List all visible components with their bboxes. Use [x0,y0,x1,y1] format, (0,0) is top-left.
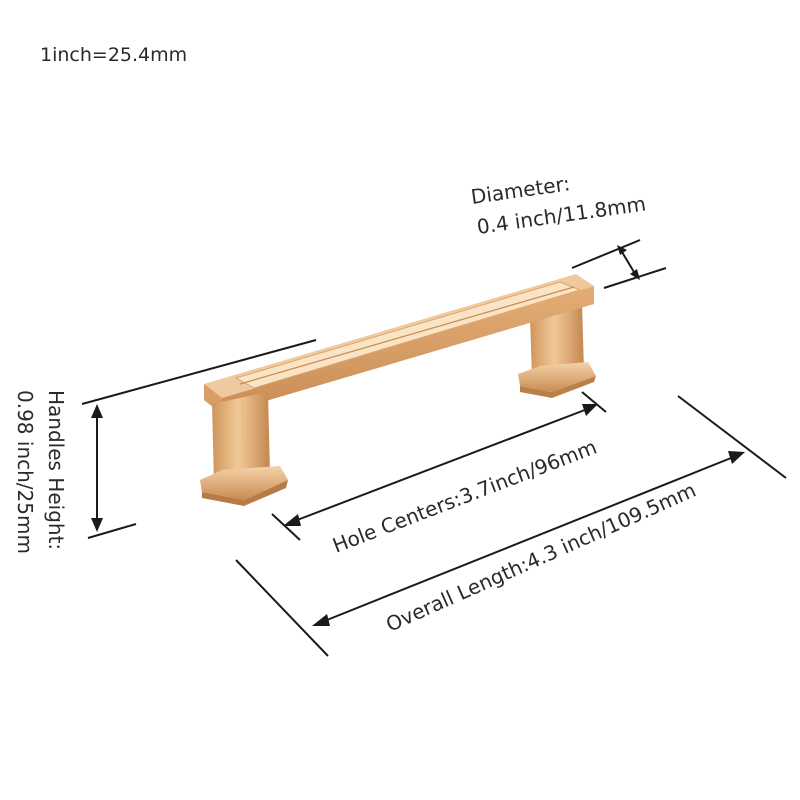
overall-length-arrowhead-right [728,451,745,464]
overall-length-extension-left [235,559,329,657]
diameter-dimension: Diameter: 0.4 inch/11.8mm [469,171,667,289]
handles-height-label-line2: 0.98 inch/25mm [13,390,37,554]
height-extension-line-bottom [87,523,137,539]
handle-bar [204,274,594,414]
hole-centers-arrowhead-right [582,404,598,416]
diameter-arrowhead-top [617,245,627,255]
diameter-extension-line-bottom [603,267,667,289]
hole-centers-arrow-line [291,407,591,523]
diameter-arrow-line [621,251,635,273]
diameter-extension-line-top [571,239,641,269]
height-arrowhead-top [91,404,103,418]
diameter-arrowhead-bottom [630,269,640,280]
overall-length-extension-right [677,395,787,479]
height-extension-line-top [81,339,317,405]
hole-centers-extension-right [581,391,607,413]
scale-note: 1inch=25.4mm [40,44,187,66]
handles-height-dimension: Handles Height: 0.98 inch/25mm [13,339,317,554]
handles-height-label-line1: Handles Height: [44,390,68,550]
hole-centers-extension-left [271,513,301,541]
overall-length-arrow-line [321,455,737,623]
right-post [518,304,596,398]
overall-length-arrowhead-left [312,614,330,626]
cabinet-handle-illustration [200,274,596,506]
hole-centers-arrowhead-left [283,514,301,526]
left-post [200,392,288,506]
overall-length-dimension: Overall Length:4.3 inch/109.5mm [235,395,787,657]
height-arrowhead-bottom [91,518,103,532]
hole-centers-dimension: Hole Centers:3.7inch/96mm [271,391,607,558]
